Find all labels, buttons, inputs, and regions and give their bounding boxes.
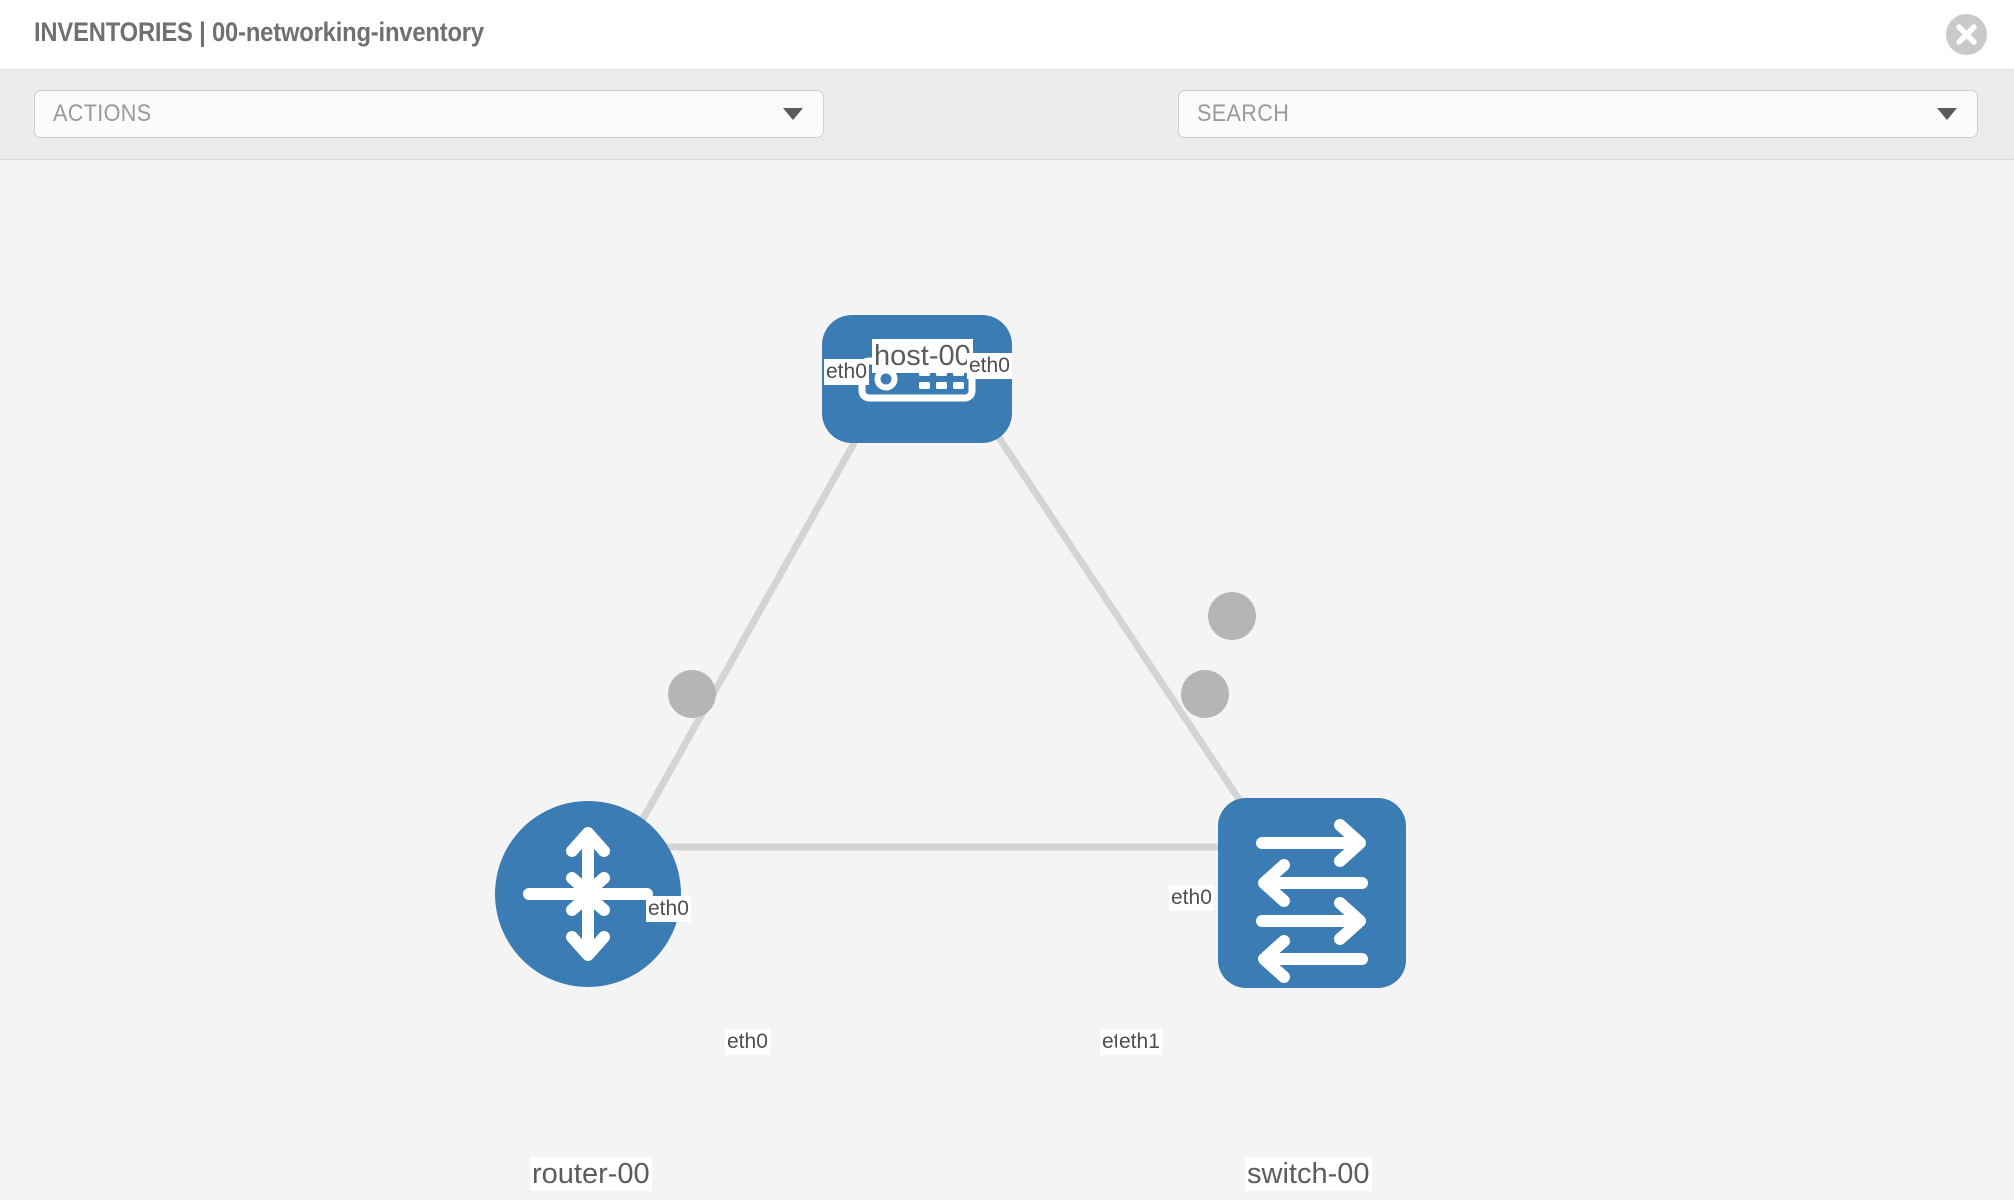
search-input[interactable]: SEARCH	[1178, 90, 1978, 138]
interface-label-router-up: eth0	[646, 896, 691, 922]
topology-canvas[interactable]: host-00 router-00 switch-00 eth0 eth0 et…	[0, 161, 2014, 1200]
toolbar: ACTIONS SEARCH	[0, 70, 2014, 201]
port-router-right	[668, 670, 716, 718]
interface-label-router-right: eth0	[725, 1029, 770, 1055]
link-host-router	[621, 377, 894, 853]
topology-links	[621, 377, 1253, 853]
interface-label-switch-left-b: eth1	[1117, 1029, 1162, 1055]
actions-dropdown-value: ACTIONS	[53, 100, 152, 127]
node-label-host: host-00	[872, 339, 973, 373]
chevron-down-icon	[1937, 108, 1957, 120]
node-label-switch: switch-00	[1245, 1157, 1372, 1191]
page-header: INVENTORIES | 00-networking-inventory	[0, 0, 2014, 70]
node-switch-00	[1218, 798, 1406, 988]
node-router-00	[495, 801, 681, 987]
page-title: INVENTORIES | 00-networking-inventory	[34, 17, 484, 47]
topology-graph	[495, 315, 1406, 988]
chevron-down-icon	[783, 108, 803, 120]
search-input-value: SEARCH	[1197, 100, 1290, 127]
link-host-switch	[957, 377, 1253, 818]
router-arrows-icon	[523, 827, 653, 961]
interface-label-host-left: eth0	[824, 359, 869, 385]
close-icon[interactable]	[1946, 14, 1987, 55]
port-switch-left	[1181, 670, 1229, 718]
interface-label-switch-up: eth0	[1169, 885, 1214, 911]
node-label-router: router-00	[530, 1157, 652, 1191]
interface-label-host-right: eth0	[967, 353, 1012, 379]
port-switch-top	[1208, 592, 1256, 640]
switch-arrows-icon	[1256, 819, 1368, 983]
actions-dropdown[interactable]: ACTIONS	[34, 90, 824, 138]
